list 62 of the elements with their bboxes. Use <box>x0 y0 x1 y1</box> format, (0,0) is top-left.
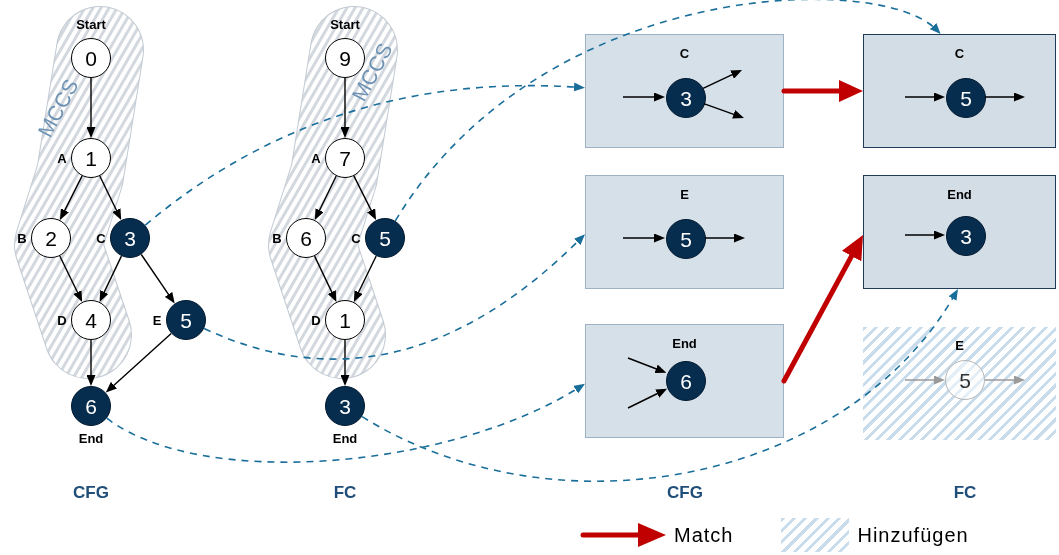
legend-label: Hinzufügen <box>857 525 969 545</box>
node-label: Start <box>330 17 360 31</box>
node-label: End <box>78 431 104 445</box>
box <box>863 175 1056 289</box>
node-label: B <box>17 231 27 245</box>
dashed-arrow <box>144 82 585 226</box>
arrow <box>702 69 742 90</box>
arrow <box>622 92 665 102</box>
graph-label: FC <box>953 483 977 501</box>
arrow <box>904 230 945 240</box>
dotted-box <box>585 34 784 148</box>
arrow <box>904 375 945 385</box>
hatched-box <box>863 327 1056 440</box>
arrow <box>314 175 337 220</box>
arrow <box>340 339 350 386</box>
node-label: A <box>57 151 67 165</box>
graph-label: CFG <box>73 483 109 501</box>
node-label: D <box>57 313 67 327</box>
node-label: C <box>96 231 106 245</box>
arrow <box>140 253 175 304</box>
node-label: D <box>311 313 321 327</box>
graph-label: CFG <box>667 483 703 501</box>
arrow <box>627 357 667 374</box>
legend-label: Match <box>674 525 734 545</box>
arrow <box>984 92 1025 102</box>
node-label: End <box>332 431 358 445</box>
box-heading: E <box>955 339 964 352</box>
thick-arrow <box>781 234 863 384</box>
arrow <box>99 175 122 220</box>
arrow <box>904 92 945 102</box>
box-heading: C <box>954 47 965 60</box>
thick-arrow <box>781 80 863 102</box>
arrow <box>704 233 745 243</box>
arrow <box>99 255 123 302</box>
box-heading: End <box>947 188 972 201</box>
arrow <box>59 255 83 302</box>
node-label: B <box>272 231 282 245</box>
arrow <box>353 255 377 302</box>
dotted-box <box>585 175 784 289</box>
box-heading: End <box>672 337 697 350</box>
arrow <box>627 388 668 409</box>
arrow <box>105 332 172 393</box>
box <box>863 34 1056 148</box>
dashed-arrow <box>106 383 586 463</box>
box-heading: C <box>679 47 690 60</box>
arrow <box>86 339 96 386</box>
arrow <box>984 375 1025 385</box>
arrow <box>703 103 744 119</box>
node-label: C <box>351 231 361 245</box>
arrow <box>313 255 337 302</box>
arrow <box>622 233 665 243</box>
node-label: A <box>311 151 321 165</box>
dashed-arrow <box>203 234 586 360</box>
dashed-arrow <box>361 289 959 482</box>
arrow <box>340 77 350 138</box>
graph-label: FC <box>333 483 357 501</box>
arrow <box>86 77 96 138</box>
dotted-box <box>585 324 784 438</box>
box-heading: E <box>680 188 689 201</box>
node-label: E <box>152 313 162 327</box>
dashed-arrow <box>394 0 942 222</box>
node-label: Start <box>76 17 106 31</box>
